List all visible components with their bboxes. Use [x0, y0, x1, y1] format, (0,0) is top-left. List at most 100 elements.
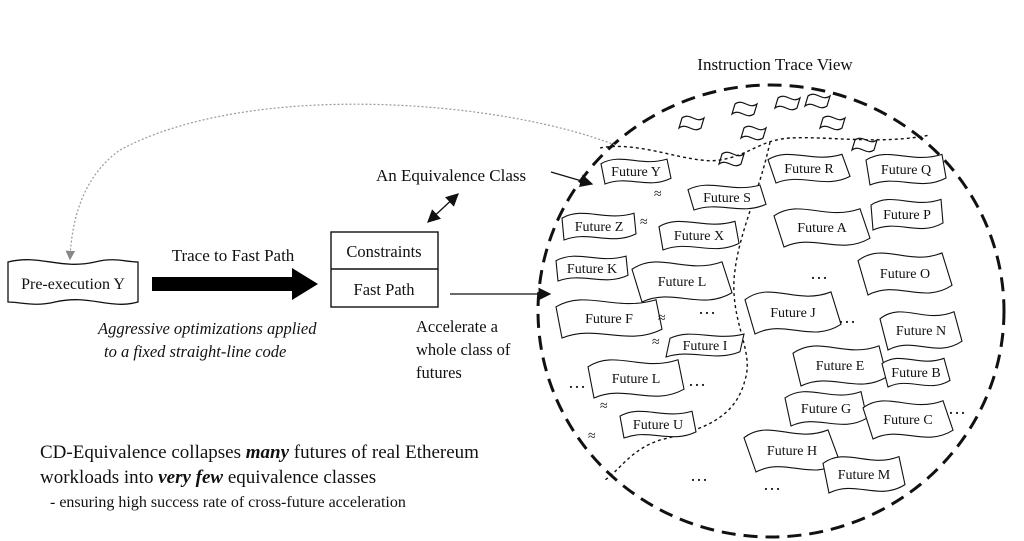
- future-shape: [862, 400, 954, 440]
- small-wave-mark: ≈: [600, 399, 608, 414]
- ellipsis-mark: …: [568, 372, 586, 392]
- future-shape: [619, 410, 697, 439]
- optimization-note-line1: Aggressive optimizations applied: [97, 319, 317, 338]
- trace-arrow: [152, 268, 318, 300]
- future-trace-right-6: Future N: [879, 311, 963, 351]
- future-label: Future S: [703, 191, 751, 206]
- future-trace-left-4: Future K: [555, 255, 629, 282]
- accelerate-note-line3: futures: [416, 363, 462, 382]
- small-wave-mark: ≈: [658, 311, 666, 326]
- future-shape: [881, 357, 951, 388]
- future-label: Future P: [883, 208, 931, 223]
- future-shape: [600, 158, 672, 185]
- equivalence-pointer-arrow: [550, 171, 594, 187]
- pre-execution-label: Pre-execution Y: [21, 276, 125, 293]
- future-label: Future X: [674, 229, 724, 244]
- future-shape: [555, 255, 629, 282]
- future-label: Future E: [816, 359, 865, 374]
- future-trace-right-11: Future H: [743, 429, 841, 473]
- future-trace-left-3: Future X: [658, 220, 740, 251]
- future-trace-right-10: Future C: [862, 400, 954, 440]
- future-shape: [587, 359, 685, 399]
- future-trace-right-2: Future A: [773, 208, 871, 248]
- fast-path-label: Fast Path: [354, 280, 416, 299]
- future-trace-left-1: Future S: [687, 184, 767, 211]
- ellipsis-mark: …: [690, 465, 708, 485]
- future-label: Future C: [883, 413, 932, 428]
- future-shape: [687, 184, 767, 211]
- ellipsis-mark: …: [948, 398, 966, 418]
- future-label: Future L: [612, 372, 661, 387]
- future-label: Future Q: [881, 163, 931, 178]
- small-wave-mark: ≈: [640, 215, 648, 230]
- future-shape: [870, 198, 944, 231]
- future-trace-right-1: Future Q: [865, 153, 947, 186]
- future-label: Future O: [880, 267, 930, 282]
- optimization-note-line2: to a fixed straight-line code: [104, 342, 286, 361]
- trace-view-title: Instruction Trace View: [697, 55, 853, 74]
- future-label: Future U: [633, 418, 683, 433]
- future-label: Future M: [838, 468, 891, 483]
- ellipsis-layer: ……………………≈≈≈≈≈≈: [568, 187, 966, 494]
- instruction-trace-circle: [536, 83, 1006, 539]
- summary-line1: CD-Equivalence collapses many futures of…: [40, 442, 479, 463]
- future-label: Future Y: [611, 165, 661, 180]
- trace-to-fast-path-label: Trace to Fast Path: [172, 246, 295, 265]
- feedback-curve: [65, 103, 616, 261]
- accelerate-note-line2: whole class of: [416, 340, 511, 359]
- future-label: Future J: [770, 306, 816, 321]
- future-trace-right-7: Future E: [792, 345, 888, 387]
- ellipsis-mark: …: [688, 370, 706, 390]
- future-label: Future H: [767, 444, 817, 459]
- small-trace-marks: [677, 93, 879, 167]
- future-trace-right-5: Future J: [744, 291, 842, 335]
- future-shape: [822, 455, 906, 494]
- small-wave-mark: ≈: [652, 335, 660, 350]
- ellipsis-mark: …: [698, 298, 716, 318]
- small-wave-mark: ≈: [654, 187, 662, 202]
- ellipsis-mark: …: [810, 263, 828, 283]
- summary-bullet: - ensuring high success rate of cross-fu…: [50, 494, 406, 511]
- future-label: Future Z: [575, 220, 624, 235]
- future-trace-left-7: Future I: [665, 333, 745, 358]
- constraints-label: Constraints: [346, 242, 421, 261]
- future-trace-left-0: Future Y: [600, 158, 672, 185]
- accelerate-note-line1: Accelerate a: [416, 317, 499, 336]
- future-shape: [865, 153, 947, 186]
- future-trace-right-3: Future P: [870, 198, 944, 231]
- future-label: Future I: [683, 339, 728, 354]
- future-label: Future A: [797, 221, 847, 236]
- equivalence-double-arrow: [427, 193, 459, 223]
- future-trace-left-8: Future L: [587, 359, 685, 399]
- future-trace-right-0: Future R: [767, 153, 851, 184]
- future-shape: [744, 291, 842, 335]
- future-trace-left-9: Future U: [619, 410, 697, 439]
- ellipsis-mark: …: [838, 307, 856, 327]
- future-label: Future B: [891, 366, 940, 381]
- equivalence-class-boundary: [599, 134, 931, 481]
- future-trace-right-8: Future B: [881, 357, 951, 388]
- future-label: Future G: [801, 402, 851, 417]
- future-shape: [561, 212, 637, 241]
- future-shape: [631, 261, 733, 303]
- pre-execution-box: Pre-execution Y: [7, 259, 139, 305]
- future-shape: [773, 208, 871, 248]
- small-wave-mark: ≈: [588, 429, 596, 444]
- future-shape: [665, 333, 745, 358]
- future-label: Future N: [896, 324, 946, 339]
- future-shape: [767, 153, 851, 184]
- equivalence-class-label: An Equivalence Class: [376, 166, 526, 185]
- future-label: Future L: [658, 275, 707, 290]
- future-trace-left-2: Future Z: [561, 212, 637, 241]
- future-trace-right-9: Future G: [784, 390, 868, 427]
- future-shape: [658, 220, 740, 251]
- future-trace-right-4: Future O: [857, 252, 953, 296]
- constraints-fast-path-box: Constraints Fast Path: [330, 231, 439, 308]
- summary-line2: workloads into very few equivalence clas…: [40, 467, 376, 488]
- future-shape: [555, 299, 663, 339]
- future-label: Future K: [567, 262, 617, 277]
- future-trace-left-5: Future L: [631, 261, 733, 303]
- future-shape: [879, 311, 963, 351]
- future-label: Future R: [784, 162, 834, 177]
